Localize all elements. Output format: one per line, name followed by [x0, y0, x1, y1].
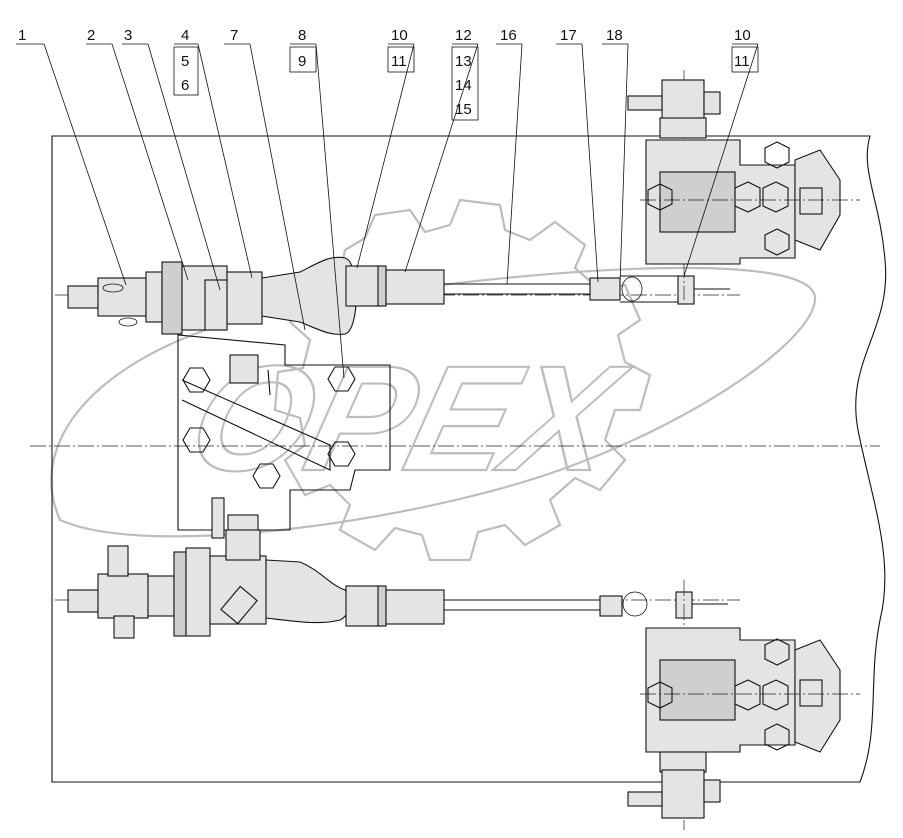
callout-4: 4	[181, 27, 189, 44]
callout-3: 3	[124, 27, 132, 44]
callout-10: 10	[391, 27, 408, 44]
callout-9: 9	[298, 53, 306, 70]
callout-6: 6	[181, 77, 189, 94]
callout-11: 11	[391, 53, 407, 70]
callout-15: 15	[455, 101, 472, 118]
callout-17: 17	[560, 27, 577, 44]
leader-lines	[16, 43, 759, 379]
watermark-swoosh	[50, 266, 817, 538]
lower-valve-assembly	[55, 529, 740, 639]
callout-2: 2	[87, 27, 95, 44]
upper-valve-assembly	[55, 256, 740, 539]
callout-7: 7	[230, 27, 238, 44]
callout-labels: 1 2 3 4 5 6 7 8 9 10 11 12 13 14 15 16 1…	[18, 27, 751, 118]
callout-13: 13	[455, 53, 472, 70]
callout-8: 8	[298, 27, 306, 44]
callout-11-right: 11	[734, 53, 750, 70]
callout-16: 16	[500, 27, 517, 44]
watermark-gear-icon	[273, 198, 652, 562]
callout-1: 1	[18, 27, 26, 44]
callout-frames	[173, 46, 759, 121]
callout-10-right: 10	[734, 27, 751, 44]
upper-brake-head	[627, 70, 860, 300]
callout-14: 14	[455, 77, 472, 94]
callout-5: 5	[181, 53, 189, 70]
lower-brake-head	[627, 580, 860, 830]
frame-plate	[30, 135, 887, 783]
callout-18: 18	[606, 27, 623, 44]
callout-12: 12	[455, 27, 472, 44]
